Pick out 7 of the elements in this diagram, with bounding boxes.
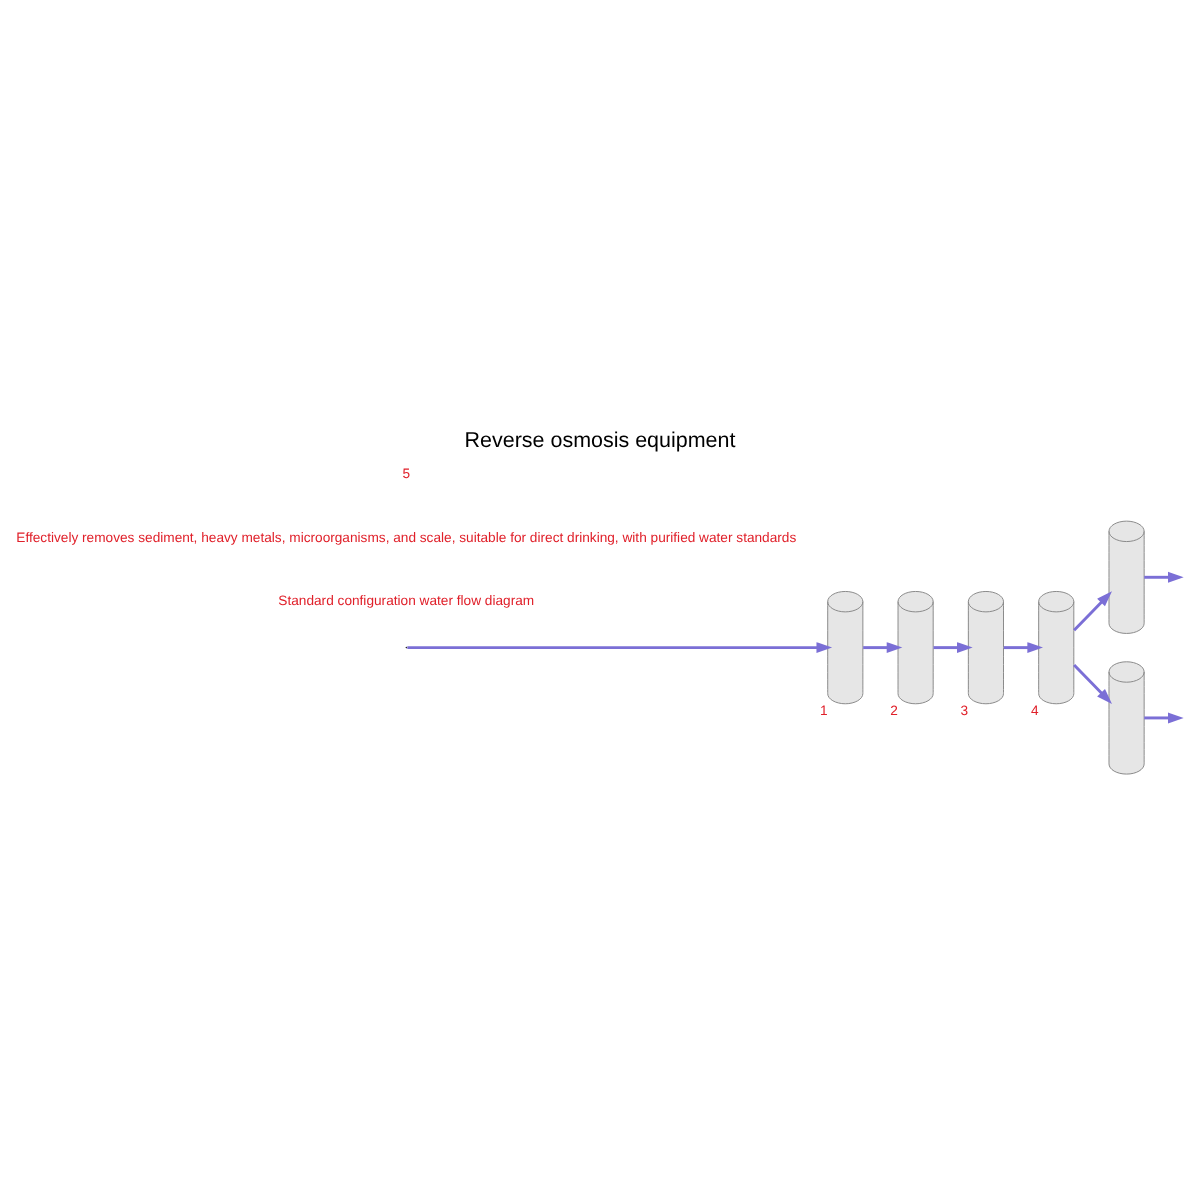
arrow [1073, 591, 1112, 632]
arrow [407, 642, 833, 654]
arrow [863, 642, 903, 654]
arrow [1073, 663, 1112, 704]
arrow [1003, 642, 1043, 654]
arrow [933, 642, 973, 654]
diagram-title: Reverse osmosis equipment [464, 429, 736, 453]
